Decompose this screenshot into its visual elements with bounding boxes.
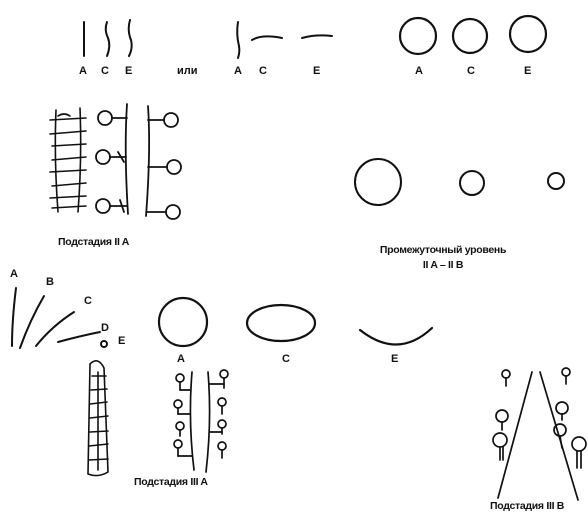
label-b-axes3: B xyxy=(46,276,54,288)
label-e-axes3: E xyxy=(118,335,126,347)
label-a-set2: A xyxy=(234,65,242,77)
loops-2a xyxy=(95,103,182,220)
label-c-set2: C xyxy=(259,65,267,77)
circles-set-3 xyxy=(398,14,548,56)
axes-set-1 xyxy=(83,19,133,57)
or-word: или xyxy=(177,65,198,77)
vshape-3b xyxy=(492,367,587,501)
loops-3a xyxy=(173,369,229,473)
label-c-set1: C xyxy=(101,65,109,77)
caption-stage-3a: Подстадия III A xyxy=(134,476,208,488)
intermediate-circles xyxy=(354,158,565,206)
row3-shapes xyxy=(157,296,434,348)
label-c-set3: C xyxy=(467,65,475,77)
label-e-set3: E xyxy=(524,65,532,77)
label-c-axes3: C xyxy=(84,295,92,307)
caption-stage-2a: Подстадия II A xyxy=(58,236,130,248)
label-a-set3: A xyxy=(415,65,423,77)
ladder-2a xyxy=(49,107,87,213)
caption-intermediate-line1: Промежуточный уровень xyxy=(379,244,507,256)
label-a-shapes3: A xyxy=(177,353,185,365)
caption-stage-3b: Подстадия III B xyxy=(490,500,565,512)
label-e-shapes3: E xyxy=(391,353,399,365)
label-d-axes3: D xyxy=(101,322,109,334)
axes-set-2 xyxy=(236,21,333,59)
label-e-set1: E xyxy=(125,65,133,77)
axes-set-3 xyxy=(11,287,108,349)
caption-intermediate-line2: II A – II B xyxy=(422,259,464,271)
label-e-set2: E xyxy=(313,65,321,77)
cone-3a xyxy=(87,360,109,477)
label-a-set1: A xyxy=(79,65,87,77)
label-a-axes3: A xyxy=(10,268,18,280)
label-c-shapes3: C xyxy=(282,353,290,365)
